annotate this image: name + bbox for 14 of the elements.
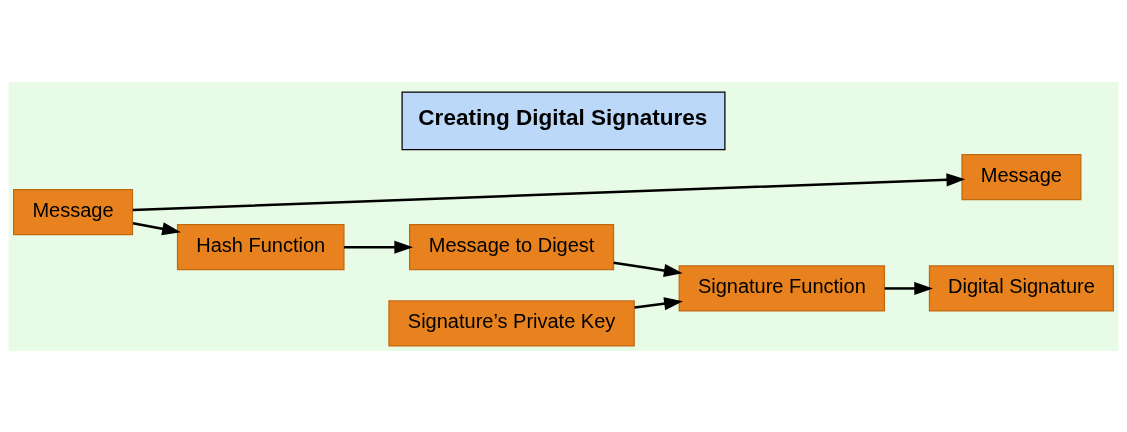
arrow [132,221,181,235]
node-box: Message to Digest [409,223,615,270]
arrow [613,260,683,277]
arrow [634,296,683,310]
diagram-title: Creating Digital Signatures [418,104,708,130]
node-box: Signature’s Private Key [388,299,635,347]
arrow [344,240,414,254]
arrow [132,172,966,211]
node-box: Digital Signature [928,264,1114,312]
node-box: Message [13,188,134,235]
node-box: Message [961,153,1082,200]
node-box: Hash Function [176,223,345,270]
node-box: Signature Function [678,264,886,312]
arrow [884,281,934,295]
